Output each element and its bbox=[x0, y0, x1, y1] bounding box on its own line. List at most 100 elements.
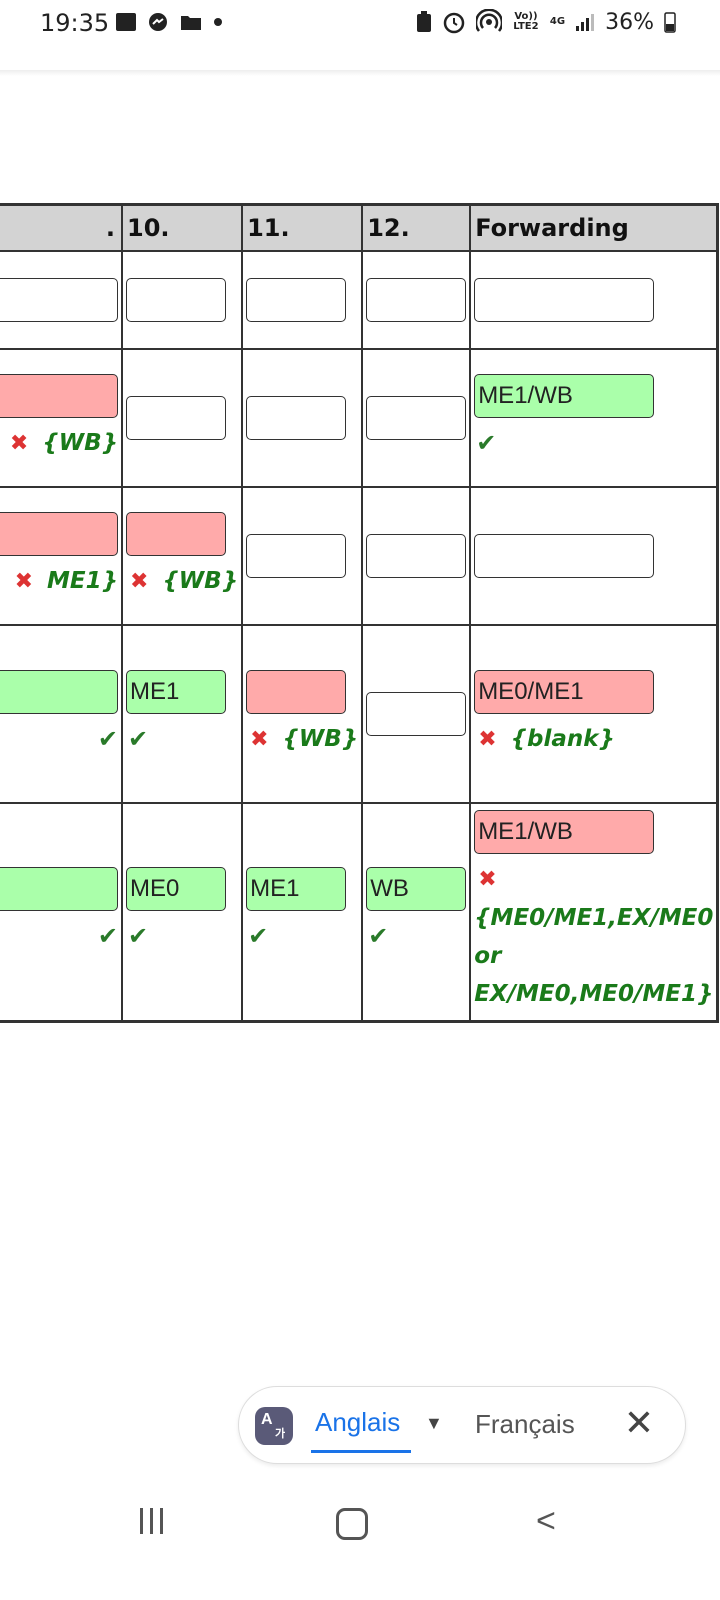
answer-input[interactable] bbox=[0, 278, 118, 322]
expected-answer: {blank} bbox=[510, 725, 615, 752]
checkmark-icon: ✔ bbox=[368, 922, 389, 951]
answer-input[interactable]: ME1 bbox=[126, 669, 226, 714]
table-cell bbox=[241, 348, 364, 488]
table-cell: ME1/WB ✔ bbox=[469, 348, 719, 488]
answer-input[interactable]: ME0 bbox=[0, 669, 118, 714]
battery-icon bbox=[664, 12, 676, 33]
table-row: ✖{WB} ME1/WB ✔ bbox=[0, 348, 719, 488]
feedback: ✔ bbox=[126, 917, 148, 956]
answer-input[interactable] bbox=[366, 534, 467, 578]
table-cell bbox=[241, 486, 364, 626]
feedback: ✔ bbox=[96, 720, 118, 759]
checkmark-icon: ✔ bbox=[97, 922, 118, 951]
source-language-tab[interactable]: Anglais bbox=[315, 1407, 401, 1437]
column-header: . bbox=[0, 203, 123, 252]
answer-input[interactable] bbox=[474, 278, 655, 322]
feedback: ✖{WB} bbox=[6, 424, 118, 463]
target-language-tab[interactable]: Français bbox=[475, 1409, 575, 1439]
navigation-bar: < bbox=[0, 1490, 720, 1560]
dot-icon bbox=[214, 18, 222, 26]
battery-saver-icon bbox=[416, 11, 431, 32]
checkmark-icon: ✔ bbox=[476, 428, 497, 457]
table-cell bbox=[241, 250, 364, 350]
checkmark-icon: ✔ bbox=[97, 724, 118, 753]
answer-input[interactable] bbox=[474, 534, 655, 578]
table-cell: ME1 ✔ bbox=[241, 802, 364, 1022]
expected-answer: ME1} bbox=[47, 567, 118, 594]
expected-answer-line: {ME0/ME1,EX/ME0 bbox=[474, 905, 714, 932]
table-row: WB ✖ ME1}✖{WB} bbox=[0, 486, 719, 626]
answer-input[interactable]: ME1/WB bbox=[474, 810, 655, 855]
column-header: Forwarding bbox=[469, 203, 719, 252]
back-button[interactable]: < bbox=[536, 1502, 556, 1540]
table-cell: ME0 ✔ bbox=[0, 624, 123, 804]
volte-label: Vo)) LTE2 bbox=[513, 11, 539, 32]
answer-input[interactable] bbox=[246, 669, 347, 714]
answer-input[interactable] bbox=[0, 373, 118, 418]
expected-answer-line: or bbox=[474, 943, 502, 970]
answer-input[interactable] bbox=[126, 511, 226, 556]
active-tab-indicator bbox=[311, 1450, 411, 1453]
answer-input[interactable] bbox=[126, 278, 226, 322]
answer-input[interactable] bbox=[366, 278, 467, 322]
alarm-icon bbox=[443, 12, 465, 34]
checkmark-icon: ✔ bbox=[248, 922, 269, 951]
clock: 19:35 bbox=[40, 9, 110, 37]
recents-button[interactable] bbox=[140, 1508, 163, 1534]
table-cell bbox=[361, 250, 472, 350]
messenger-icon bbox=[149, 13, 167, 31]
checkmark-icon: ✔ bbox=[128, 922, 149, 951]
expected-answer: {WB} bbox=[282, 725, 359, 752]
answer-input[interactable] bbox=[246, 278, 347, 322]
answer-input[interactable] bbox=[366, 692, 467, 736]
folder-icon bbox=[181, 16, 201, 30]
translate-bar: A 가 Anglais ▼ Français ✕ bbox=[238, 1386, 686, 1464]
answer-input[interactable] bbox=[246, 396, 347, 440]
translate-icon: A 가 bbox=[255, 1407, 293, 1445]
answer-input[interactable] bbox=[246, 534, 347, 578]
answer-input[interactable]: WB bbox=[0, 511, 118, 556]
cross-icon: ✖ bbox=[478, 726, 497, 752]
feedback: ✖ bbox=[474, 860, 510, 899]
cross-icon: ✖ bbox=[250, 726, 269, 752]
answer-input[interactable]: ME1/WB bbox=[474, 373, 655, 418]
table-cell: ✖{WB} bbox=[0, 348, 123, 488]
feedback: ✔ bbox=[126, 720, 148, 759]
table-cell: ✖{WB} bbox=[120, 486, 244, 626]
battery-percent: 36% bbox=[605, 9, 654, 35]
column-header: 11. bbox=[241, 203, 364, 252]
answer-input[interactable]: WB bbox=[366, 867, 467, 912]
feedback: ✔ bbox=[474, 424, 496, 463]
table-cell: ME1 ✔ bbox=[120, 624, 244, 804]
table-cell bbox=[469, 250, 719, 350]
chevron-down-icon[interactable]: ▼ bbox=[425, 1413, 443, 1433]
answer-input[interactable]: ME1 bbox=[246, 867, 347, 912]
answer-input[interactable]: ME0 bbox=[126, 867, 226, 912]
answer-input[interactable]: EX bbox=[0, 867, 118, 912]
table-cell bbox=[120, 348, 244, 488]
feedback: ✖ ME1} bbox=[11, 562, 118, 601]
table-cell: ✖ {WB} bbox=[241, 624, 364, 804]
answer-input[interactable]: ME0/ME1 bbox=[474, 669, 655, 714]
toolbar-divider bbox=[0, 70, 720, 76]
network-type-label: 4G bbox=[549, 16, 566, 27]
pipeline-results-table: . 10. 11. 12. Forwarding ✖{WB}ME1/WB✔WB✖… bbox=[0, 203, 720, 1023]
results-table-wrapper[interactable]: . 10. 11. 12. Forwarding ✖{WB}ME1/WB✔WB✖… bbox=[0, 203, 720, 1033]
cross-icon: ✖ bbox=[14, 568, 34, 594]
expected-answer: {WB} bbox=[42, 429, 118, 456]
cross-icon: ✖ bbox=[130, 568, 149, 594]
close-icon[interactable]: ✕ bbox=[623, 1402, 655, 1443]
image-icon bbox=[116, 13, 136, 31]
feedback: ✔ bbox=[366, 917, 388, 956]
table-row: EX✔ME0✔ME1✔WB✔ME1/WB✖{ME0/ME1,EX/ME0orEX… bbox=[0, 802, 719, 1022]
feedback: ✖ {blank} bbox=[474, 720, 615, 759]
table-cell: ME0/ME1 ✖ {blank} bbox=[469, 624, 719, 804]
answer-input[interactable] bbox=[366, 396, 467, 440]
table-cell bbox=[361, 624, 472, 804]
table-header-row: . 10. 11. 12. Forwarding bbox=[0, 203, 719, 252]
home-button[interactable] bbox=[336, 1508, 368, 1540]
table-cell bbox=[469, 486, 719, 626]
answer-input[interactable] bbox=[126, 396, 226, 440]
checkmark-icon: ✔ bbox=[128, 724, 149, 753]
